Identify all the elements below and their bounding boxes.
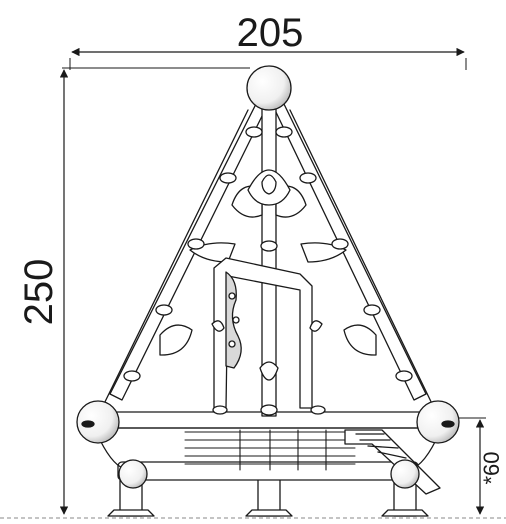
pole-right-outer [273,99,427,401]
clamp-l3 [187,238,205,250]
climbing-pyramid [76,65,460,517]
pole-left-outer [109,99,267,401]
lower-rail [117,461,419,481]
foot-right [381,509,429,517]
panel-low-right [343,324,377,356]
rope-net [184,429,356,471]
clearance-label: *60 [479,451,504,484]
clamp-mast-1 [260,240,278,252]
clamp-base-1 [212,405,228,415]
base-frame [97,411,439,481]
hold-left [211,320,225,332]
pole-left-edge [99,109,249,413]
grip-1 [228,292,236,300]
legs [107,477,429,517]
clamp-r5 [395,370,413,382]
clamp-mast-2 [260,404,278,416]
clamp-base-2 [310,405,326,415]
clamp-r2 [299,172,317,184]
foot-left [107,509,155,517]
clamp-l4 [155,304,173,316]
clearance-dimension: *60 [452,417,504,515]
ramp-ribs [355,433,407,459]
width-label: 205 [237,11,304,55]
connector-balls [76,65,460,489]
panel-low-left [159,324,193,356]
clamp-l5 [123,370,141,382]
clamp-l1 [245,126,263,138]
pole-right-edge [289,109,437,413]
clamp-r4 [363,304,381,316]
left-ball-socket [81,420,95,428]
grip-3 [228,340,236,348]
lower-left-ball [118,459,148,489]
lower-right-ball [390,459,420,489]
clamp-r3 [331,238,349,250]
hold-center [259,361,279,381]
grip-2 [232,316,240,324]
right-ball-socket [441,420,455,428]
climbing-wall [211,257,323,409]
top-drop-hole [261,174,277,195]
clamp-r1 [275,126,293,138]
width-dimension: 205 [69,11,467,70]
clamp-l2 [219,172,237,184]
height-dimension: 250 [17,67,250,515]
height-label: 250 [17,259,61,326]
top-ball [246,65,292,111]
right-ball [416,400,460,444]
hold-right [309,320,323,332]
foot-center [245,509,293,517]
pole-clamps [123,126,413,416]
left-ball [76,400,120,444]
